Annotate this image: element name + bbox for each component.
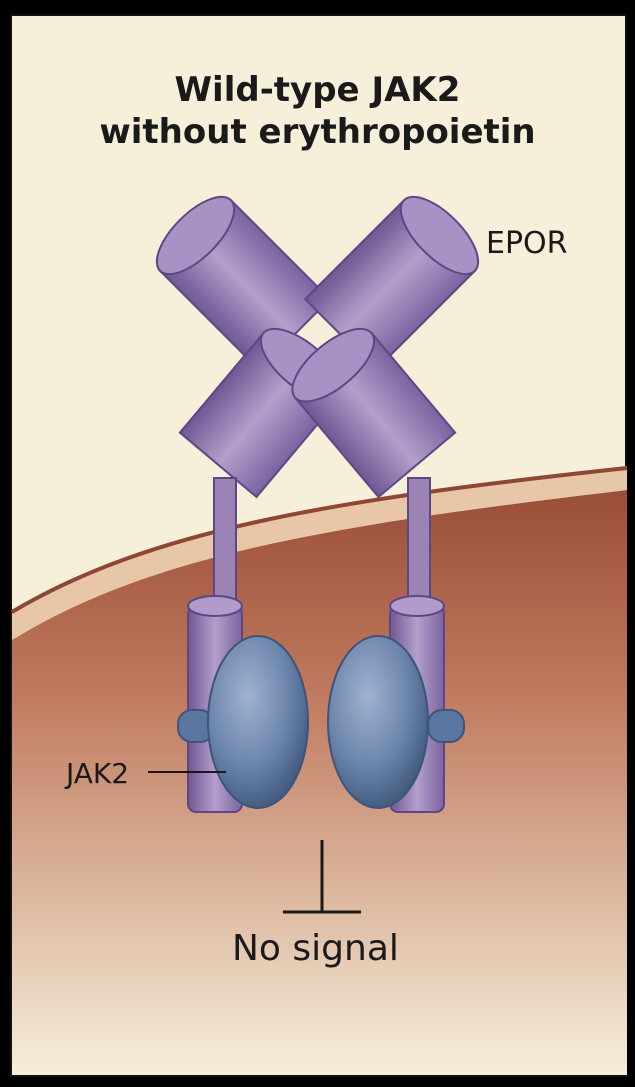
no-signal-label: No signal [232, 928, 399, 969]
figure-title-line1: Wild-type JAK2 [0, 70, 635, 110]
epor-label: EPOR [486, 226, 568, 261]
figure-title-line2: without erythropoietin [0, 112, 635, 152]
jak2-label: JAK2 [66, 757, 129, 790]
